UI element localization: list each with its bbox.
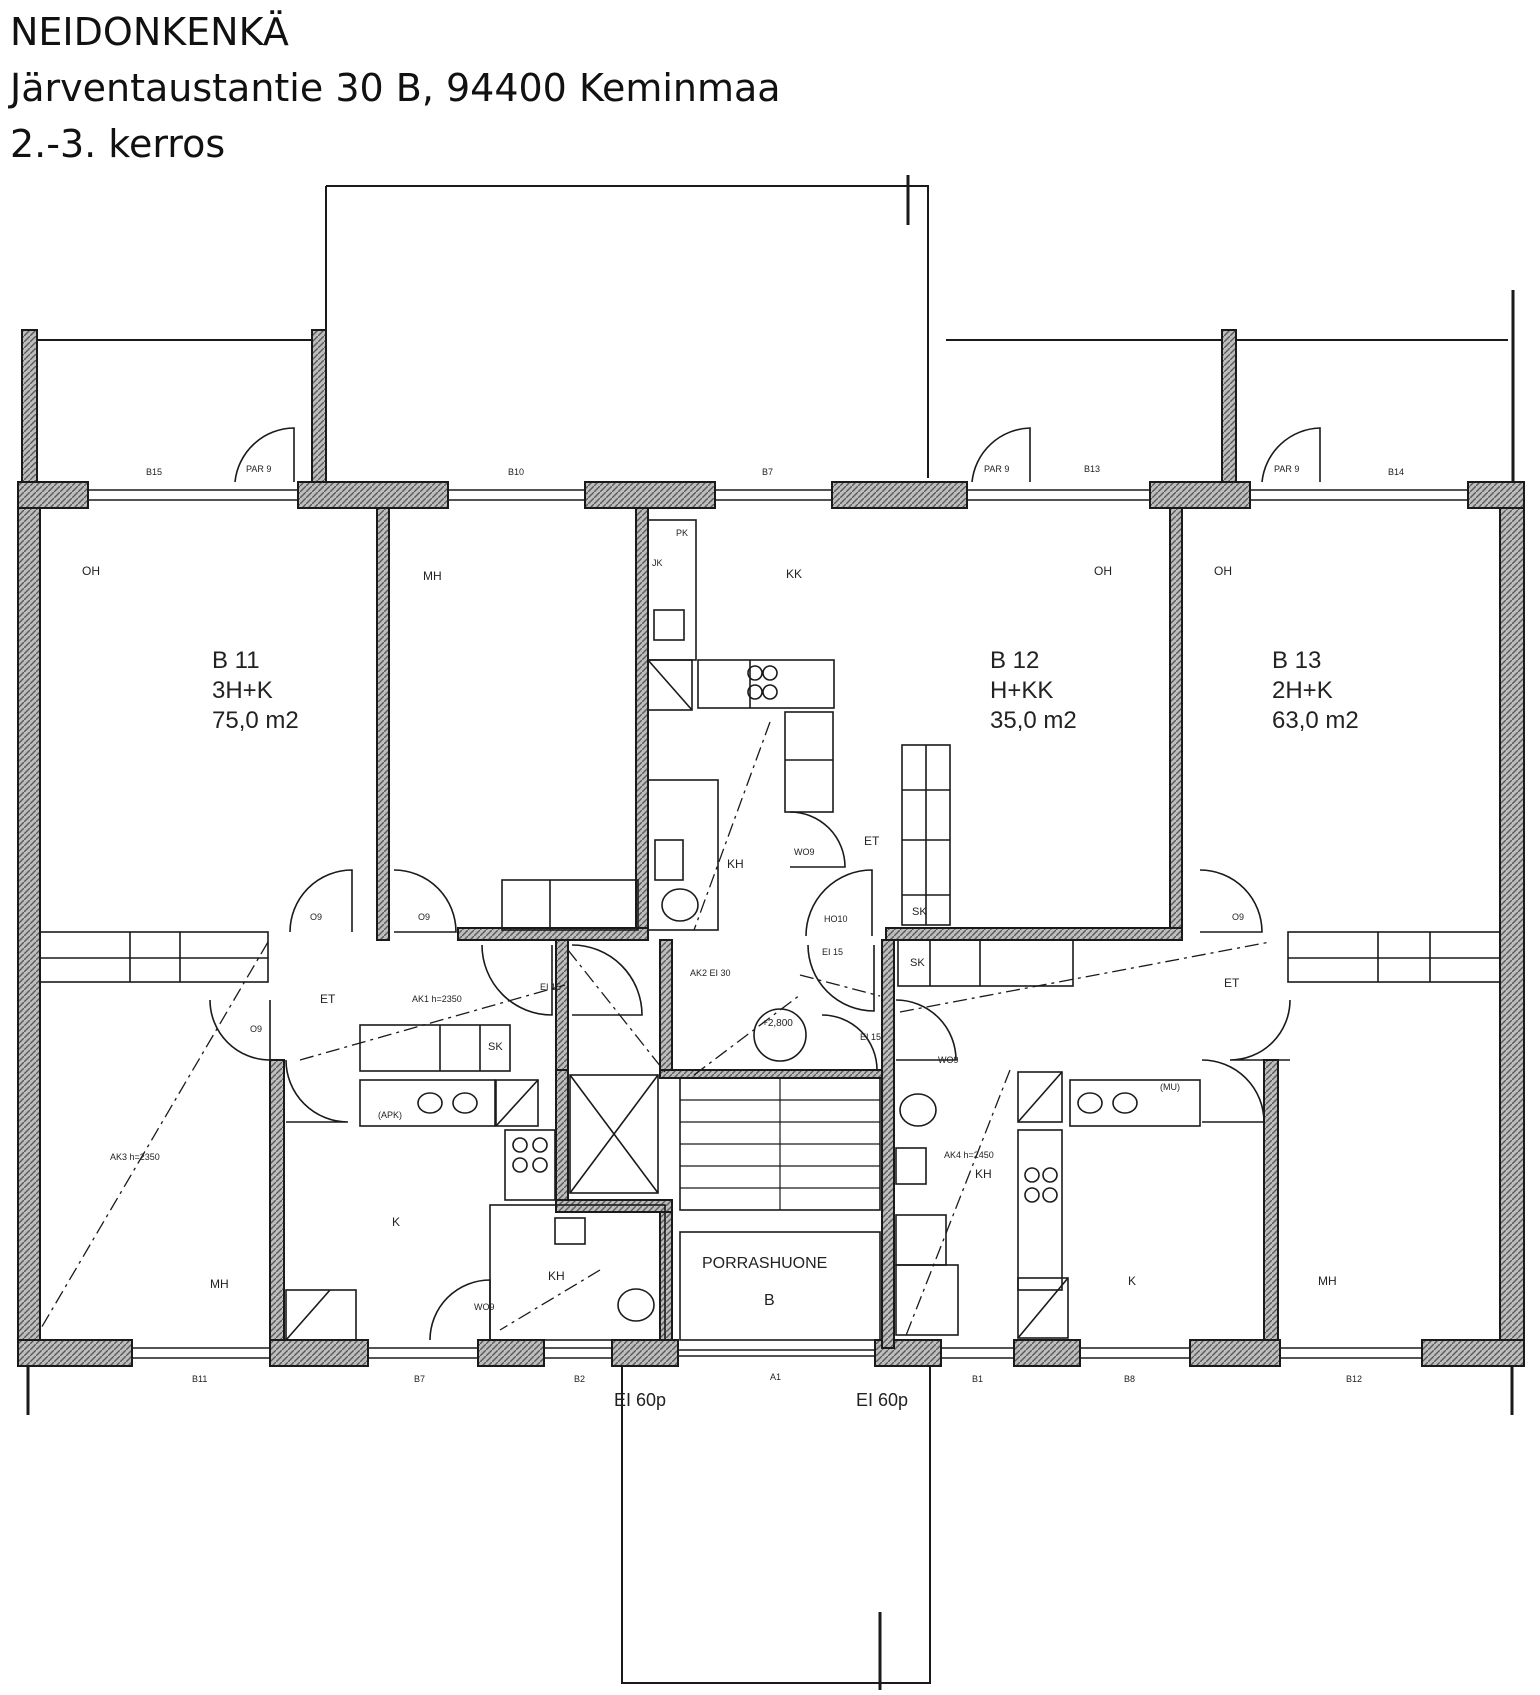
- beam-label: AK4 h=2450: [944, 1150, 994, 1160]
- room-label: OH: [1094, 564, 1112, 578]
- beam-label: AK2 EI 30: [690, 968, 731, 978]
- door-labels: PAR 9 PAR 9 PAR 9 EI 60p EI 60p HO10 EI …: [246, 464, 1299, 1410]
- window-label: B12: [1346, 1374, 1362, 1384]
- window-labels: B15 B10 B7 B13 B14 B11 B7 B2 A1 B1 B8 B1…: [146, 464, 1404, 1384]
- door-label: EI 15: [860, 1032, 881, 1042]
- room-label: OH: [82, 564, 100, 578]
- door-label: EI 60p: [856, 1390, 908, 1410]
- room-label: ET: [320, 992, 336, 1006]
- fixture-label: (MU): [1160, 1082, 1180, 1092]
- room-label: KH: [727, 857, 744, 871]
- door-label: EI 60p: [614, 1390, 666, 1410]
- window-label: A1: [770, 1372, 781, 1382]
- entrance-canopy: [621, 1366, 931, 1690]
- beam-lines: [39, 721, 1271, 1339]
- fixture-label: PK: [676, 528, 688, 538]
- window-label: B2: [574, 1374, 585, 1384]
- apartment-id: B 11: [212, 647, 260, 674]
- window-label: B14: [1388, 467, 1404, 477]
- room-labels: OH MH KK OH OH KH ET ET ET SK SK SK K MH…: [82, 564, 1337, 1309]
- room-label: OH: [1214, 564, 1232, 578]
- door-label: O9: [310, 912, 322, 922]
- beam-label: AK3 h=2350: [110, 1152, 160, 1162]
- stairwell-letter: B: [764, 1292, 775, 1309]
- beam-label: AK1 h=2350: [412, 994, 462, 1004]
- door-label: PAR 9: [1274, 464, 1299, 474]
- exterior-walls: [17, 481, 1525, 1415]
- apartment-type: 2H+K: [1272, 677, 1333, 704]
- door-label: WO9: [474, 1302, 495, 1312]
- apartment-b13: B 13 2H+K 63,0 m2: [1272, 647, 1359, 734]
- room-label: K: [392, 1215, 400, 1229]
- room-label: ET: [1224, 976, 1240, 990]
- fixture-label: JK: [652, 558, 663, 568]
- door-label: PAR 9: [984, 464, 1009, 474]
- apartment-area: 63,0 m2: [1272, 707, 1359, 734]
- apartment-area: 75,0 m2: [212, 707, 299, 734]
- apartment-area: 35,0 m2: [990, 707, 1077, 734]
- apartment-type: H+KK: [990, 677, 1053, 704]
- room-label: SK: [910, 957, 925, 969]
- room-label: MH: [210, 1277, 229, 1291]
- project-title: NEIDONKENKÄ: [10, 10, 289, 54]
- room-label: K: [1128, 1274, 1136, 1288]
- apartment-b11: B 11 3H+K 75,0 m2: [212, 647, 299, 734]
- window-label: B7: [414, 1374, 425, 1384]
- doors: [209, 427, 1321, 1341]
- room-label: KH: [548, 1269, 565, 1283]
- door-label: EI 15: [540, 982, 561, 992]
- window-label: B15: [146, 467, 162, 477]
- door-label: HO10: [824, 914, 848, 924]
- stairwell-label: PORRASHUONE: [702, 1255, 827, 1272]
- room-label: MH: [1318, 1274, 1337, 1288]
- fixture-label: (APK): [378, 1110, 402, 1120]
- annotations: +2,800 AK1 h=2350 AK2 EI 30 AK3 h=2350 A…: [110, 528, 1180, 1162]
- balcony-top-left: [21, 329, 327, 491]
- elevation-mark: +2,800: [762, 1018, 793, 1029]
- balcony-top-mid: [946, 329, 1237, 491]
- floor-info: 2.-3. kerros: [10, 122, 226, 166]
- room-label: KK: [786, 567, 802, 581]
- window-label: B7: [762, 467, 773, 477]
- address: Järventaustantie 30 B, 94400 Keminmaa: [10, 66, 781, 110]
- door-label: O9: [418, 912, 430, 922]
- window-label: B13: [1084, 464, 1100, 474]
- door-label: PAR 9: [246, 464, 271, 474]
- door-label: WO9: [794, 847, 815, 857]
- room-label: SK: [488, 1041, 503, 1053]
- room-label: KH: [975, 1167, 992, 1181]
- fixtures: [39, 519, 1501, 1341]
- apartment-id: B 12: [990, 647, 1039, 674]
- room-label: MH: [423, 569, 442, 583]
- window-label: B8: [1124, 1374, 1135, 1384]
- header: NEIDONKENKÄ Järventaustantie 30 B, 94400…: [10, 4, 781, 172]
- apartment-type: 3H+K: [212, 677, 273, 704]
- door-label: O9: [1232, 912, 1244, 922]
- window-label: B11: [192, 1374, 207, 1384]
- door-label: WO9: [938, 1055, 959, 1065]
- window-label: B1: [972, 1374, 983, 1384]
- balcony-top-large: [325, 175, 929, 478]
- door-label: O9: [250, 1024, 262, 1034]
- apartment-id: B 13: [1272, 647, 1321, 674]
- door-label: EI 15: [822, 947, 843, 957]
- apartment-b12: B 12 H+KK 35,0 m2: [990, 647, 1077, 734]
- window-label: B10: [508, 467, 524, 477]
- interior-walls: [269, 507, 1279, 1349]
- room-label: ET: [864, 834, 880, 848]
- room-label: SK: [912, 906, 927, 918]
- balcony-top-right: [1236, 290, 1515, 490]
